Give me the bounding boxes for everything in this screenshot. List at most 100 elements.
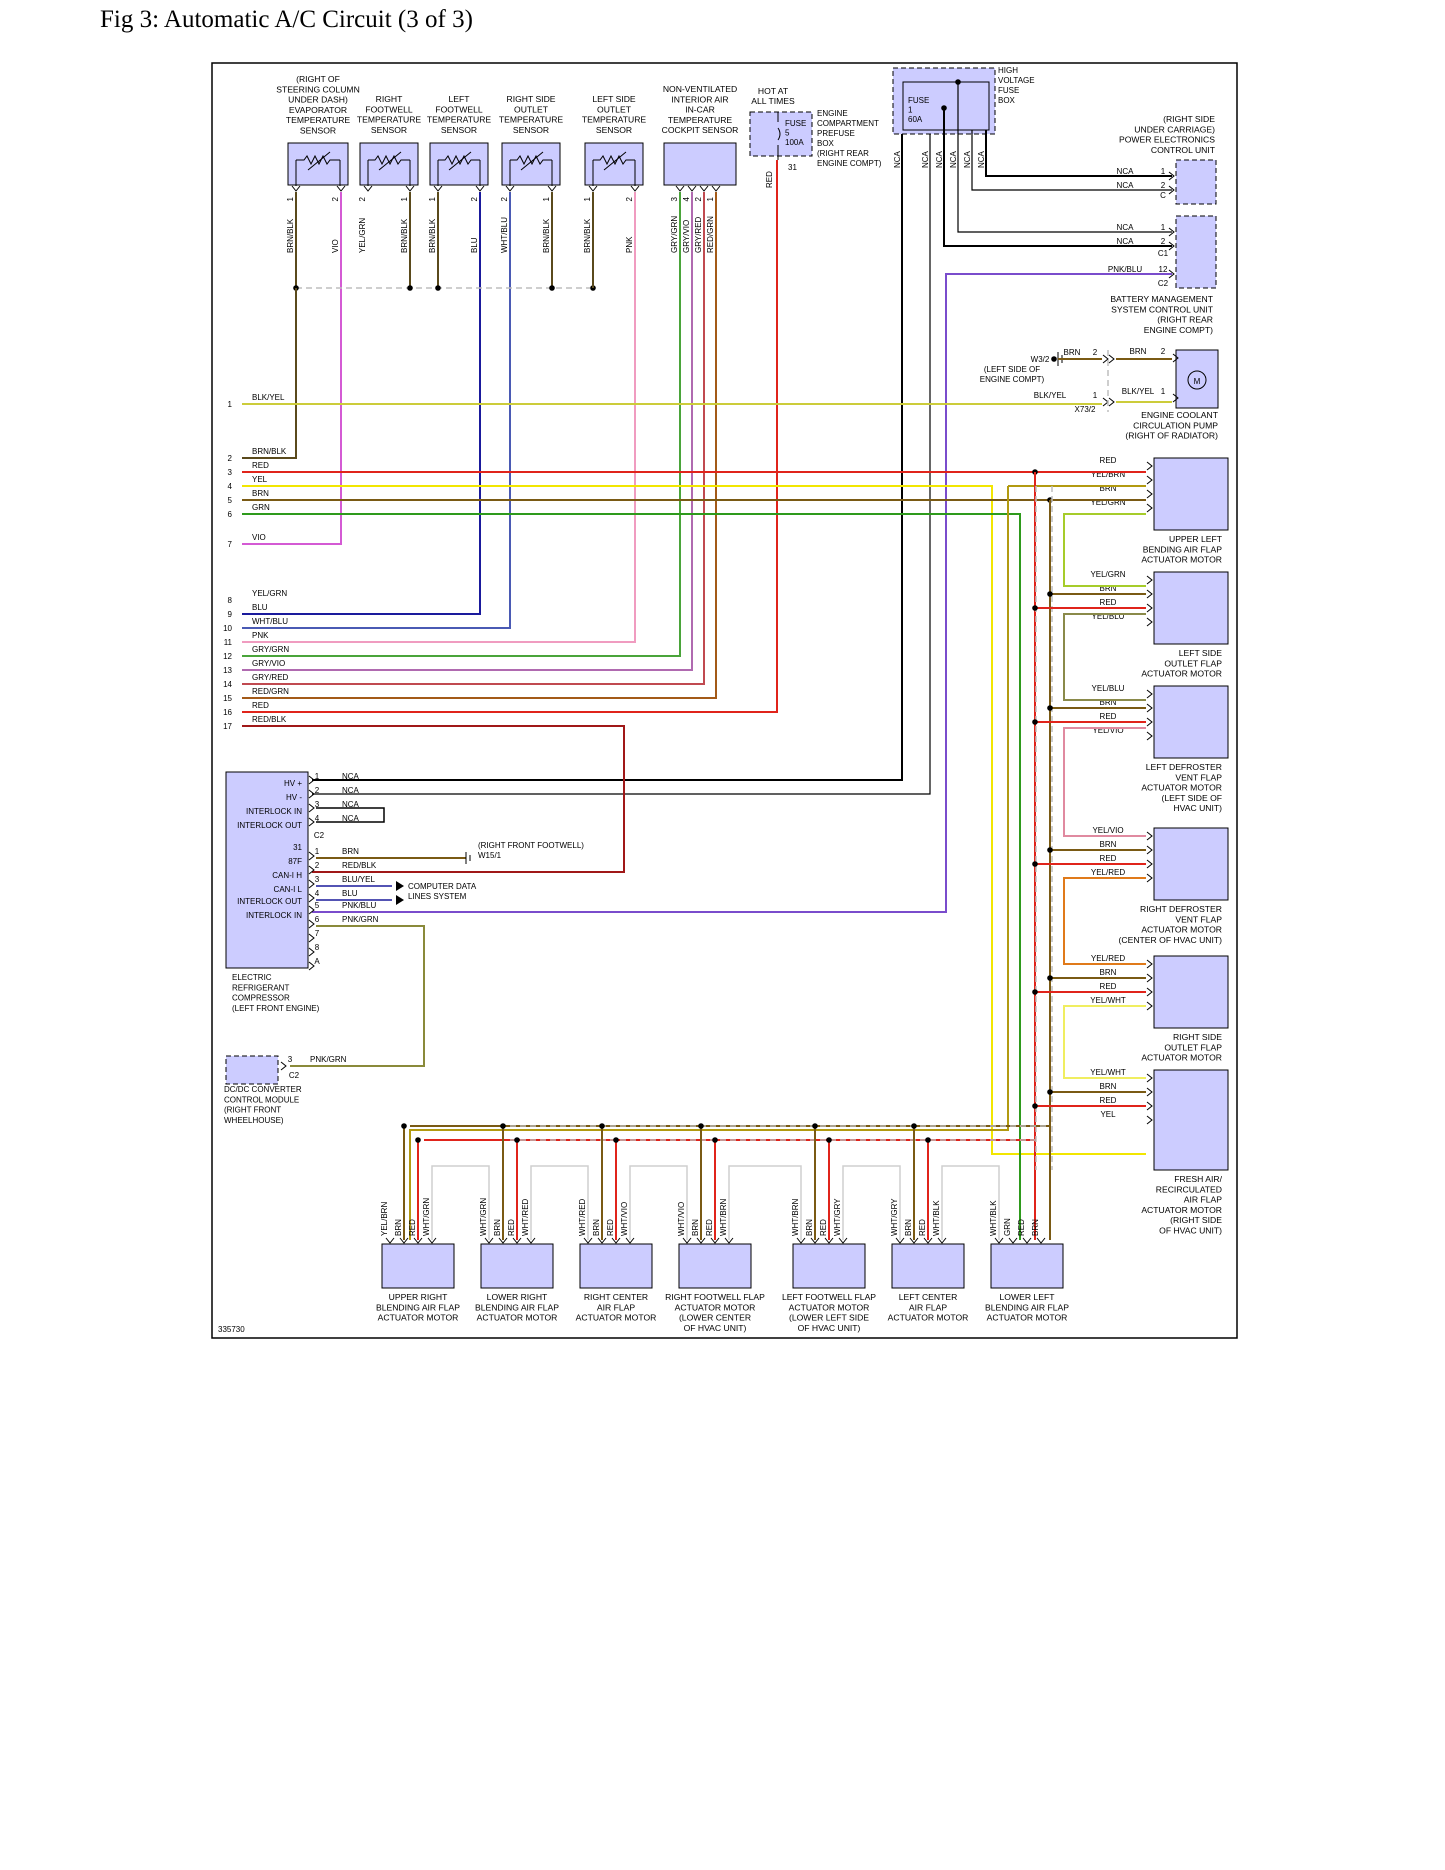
wire-label: RED [252, 461, 269, 470]
thermistor-icon [368, 154, 410, 166]
connector-chevron [433, 185, 443, 192]
thermistor-arrow-icon [603, 151, 627, 171]
pin-number: 3 [288, 1055, 293, 1064]
wire [242, 725, 625, 873]
wire-label: BRN/BLK [583, 218, 592, 253]
connector-chevron [291, 185, 301, 192]
wire [242, 192, 636, 643]
dcdc-converter-module [225, 1055, 279, 1085]
wire-label: BRN/BLK [252, 447, 287, 456]
wire-nca [985, 130, 1172, 177]
wire-label: YEL/VIO [1092, 726, 1123, 735]
wire-label: BLU/YEL [342, 875, 375, 884]
connector-chevron [710, 1237, 720, 1244]
wire-label: RED [507, 1219, 516, 1236]
connector-chevron [308, 775, 315, 785]
thermistor-icon [296, 154, 340, 166]
wire-label: BRN [493, 1219, 502, 1236]
connector-chevron [308, 803, 315, 813]
connector-chevron [1146, 1087, 1153, 1097]
splice-dot [1047, 847, 1053, 853]
connector-chevron [308, 933, 315, 943]
temperature-sensor-box [287, 142, 349, 186]
wire-label: RED [1100, 598, 1117, 607]
wire [242, 288, 297, 459]
splice-dot [812, 1123, 818, 1129]
bus-row-number: 12 [223, 652, 232, 661]
pin-number: 2 [470, 196, 479, 201]
connector-chevron [937, 1237, 947, 1244]
connector-chevron [280, 1061, 287, 1071]
pin-number: 5 [315, 901, 320, 910]
thermistor-arrow-icon [520, 151, 544, 171]
connector-chevron [810, 1237, 820, 1244]
wire-label: BRN [691, 1219, 700, 1236]
wire-label: BRN [394, 1219, 403, 1236]
wire-label: BLK/YEL [1122, 387, 1155, 396]
actuator-motor-box [1153, 457, 1229, 531]
connector-chevron [1108, 397, 1115, 407]
thermistor-arrow-icon [307, 151, 331, 171]
wire-nca [957, 82, 1172, 233]
connector-chevron [994, 1237, 1004, 1244]
splice-dot [925, 1137, 931, 1143]
actuator-motor-box [792, 1243, 866, 1289]
connector-chevron [1146, 503, 1153, 513]
connector-chevron [308, 905, 315, 915]
connector-chevron [1036, 1237, 1046, 1244]
wire-label: NCA [949, 150, 958, 168]
pin-number: 1 [1093, 391, 1098, 400]
wire-label: BRN [1100, 968, 1117, 977]
connector-chevron [1146, 575, 1153, 585]
connector-chevron [838, 1237, 848, 1244]
pin-number: 31 [788, 163, 797, 172]
connector-chevron [1146, 617, 1153, 627]
wire-label: GRY/GRN [670, 216, 679, 253]
wire [842, 1165, 901, 1240]
wire-label: RED [705, 1219, 714, 1236]
connector-chevron [308, 919, 315, 929]
connector-chevron [1102, 354, 1109, 364]
connector-chevron [1146, 731, 1153, 741]
connector-chevron [895, 1237, 905, 1244]
wire-label: PNK [625, 236, 634, 253]
wire-label: RED [1100, 1096, 1117, 1105]
thermistor-arrow-icon [378, 151, 402, 171]
wire-label: GRY/RED [694, 216, 703, 253]
wire [1063, 613, 1146, 701]
bus-row-number: 2 [228, 454, 233, 463]
wire [312, 273, 1172, 913]
wire-label: BRN [1100, 584, 1117, 593]
wire-label: BRN [1100, 840, 1117, 849]
actuator-motor-box [1153, 685, 1229, 759]
wire-label: WHT/BLU [500, 217, 509, 253]
wire-label: YEL/GRN [252, 589, 287, 598]
connector-chevron [1168, 227, 1175, 237]
bus-row-number: 4 [228, 482, 233, 491]
wire-label: YEL/RED [1091, 954, 1125, 963]
thermistor-arrow-icon [448, 151, 472, 171]
wire-label: PNK/GRN [342, 915, 379, 924]
pin-number: 1 [428, 196, 437, 201]
wire-label: GRY/VIO [252, 659, 285, 668]
actuator-motor-box [1153, 571, 1229, 645]
temperature-sensor-box [584, 142, 644, 186]
wire [1063, 727, 1146, 837]
bus-row-number: 6 [228, 510, 233, 519]
temperature-sensor-box [429, 142, 489, 186]
connector-id: C [1160, 191, 1166, 200]
wire-label: GRN [252, 503, 270, 512]
actuator-motor-box [891, 1243, 965, 1289]
wire [1063, 513, 1146, 587]
coolant-pump-box [1175, 349, 1219, 409]
pin-number: 3 [315, 800, 320, 809]
connector-chevron [1146, 717, 1153, 727]
